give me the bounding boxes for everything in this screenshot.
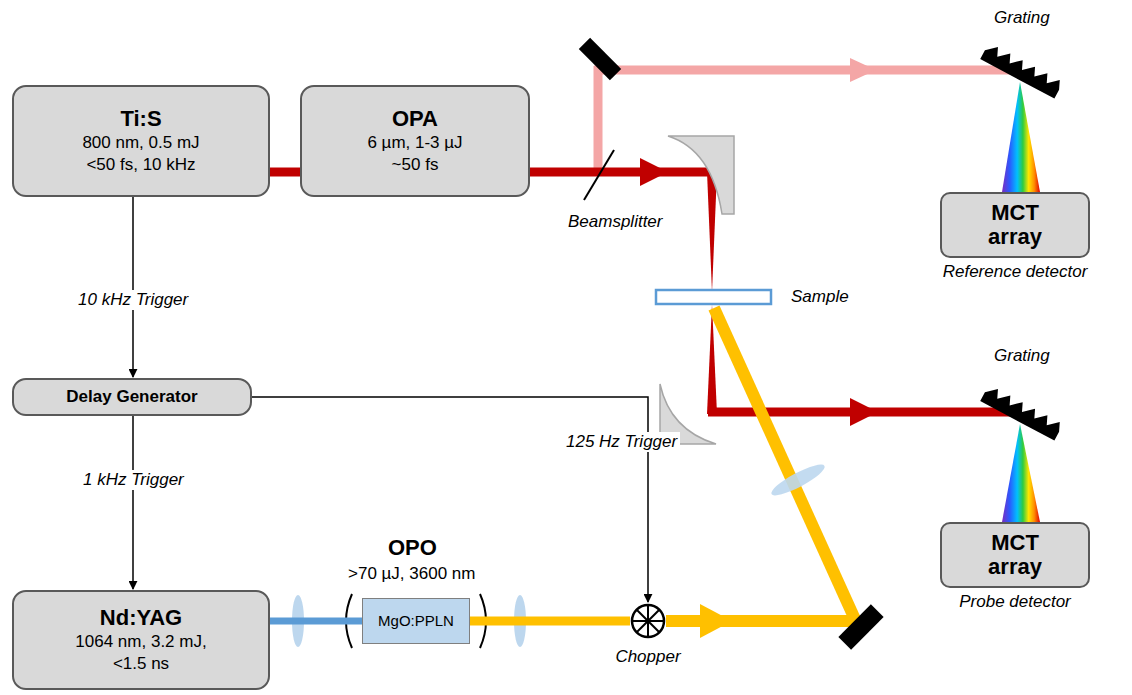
box-spec: 6 µm, 1-3 µJ ~50 fs [353,132,478,176]
component-label: Grating [994,346,1050,366]
detector-box: MCT arrayProbe detector [940,522,1090,612]
detector-title: MCT array [975,201,1055,249]
laser-box: Ti:S800 nm, 0.5 mJ <50 fs, 10 kHz [12,85,270,197]
chopper-caption: Chopper [615,647,680,667]
trigger-line [132,416,134,589]
sample-cell [656,290,771,304]
component-label: Beamsplitter [568,212,662,232]
trigger-line [252,397,648,602]
laser-beam [270,618,362,625]
laser-beam [270,168,300,177]
dispersed-spectrum [1002,424,1040,522]
trigger-label: 10 kHz Trigger [75,290,191,310]
component-label: Sample [791,287,849,307]
chopper-wheel: Chopper [605,603,691,667]
component-title: OPO [388,535,437,560]
detector-outline: MCT array [940,192,1090,258]
crystal-label: MgO:PPLN [378,611,454,631]
lens [768,460,828,501]
trigger-label: 1 kHz Trigger [80,470,187,490]
amplifier-box: OPA6 µm, 1-3 µJ ~50 fs [300,85,530,197]
trigger-line [132,197,134,377]
delay-generator-box: Delay Generator [12,378,252,416]
reference-beam [594,58,1018,172]
trigger-label: 125 Hz Trigger [563,432,680,452]
fold-mirror [838,604,883,649]
detector-box: MCT arrayReference detector [940,192,1090,282]
box-title: Nd:YAG [100,605,182,630]
component-spec: >70 µJ, 3600 nm [348,563,475,585]
grating [980,42,1063,98]
box-title: Ti:S [120,106,161,131]
detector-outline: MCT array [940,522,1090,588]
grating [980,384,1063,440]
pump-beam [666,308,860,638]
detector-caption: Reference detector [940,262,1090,282]
dispersed-spectrum [1002,82,1040,192]
box-title: OPA [392,106,438,131]
laser-box: Nd:YAG1064 nm, 3.2 mJ, <1.5 ns [12,590,270,690]
laser-beam [470,617,630,626]
box-title: Delay Generator [66,386,197,408]
parabolic-mirror [668,136,734,214]
box-spec: 1064 nm, 3.2 mJ, <1.5 ns [61,631,221,675]
fold-mirror [579,38,621,80]
box-spec: 800 nm, 0.5 mJ <50 fs, 10 kHz [66,132,216,176]
component-label: Grating [994,8,1050,28]
detector-caption: Probe detector [940,592,1090,612]
chopper-symbol [630,603,666,639]
detector-title: MCT array [975,531,1055,579]
crystal-box: MgO:PPLN [362,598,470,644]
beamsplitter [584,150,614,200]
